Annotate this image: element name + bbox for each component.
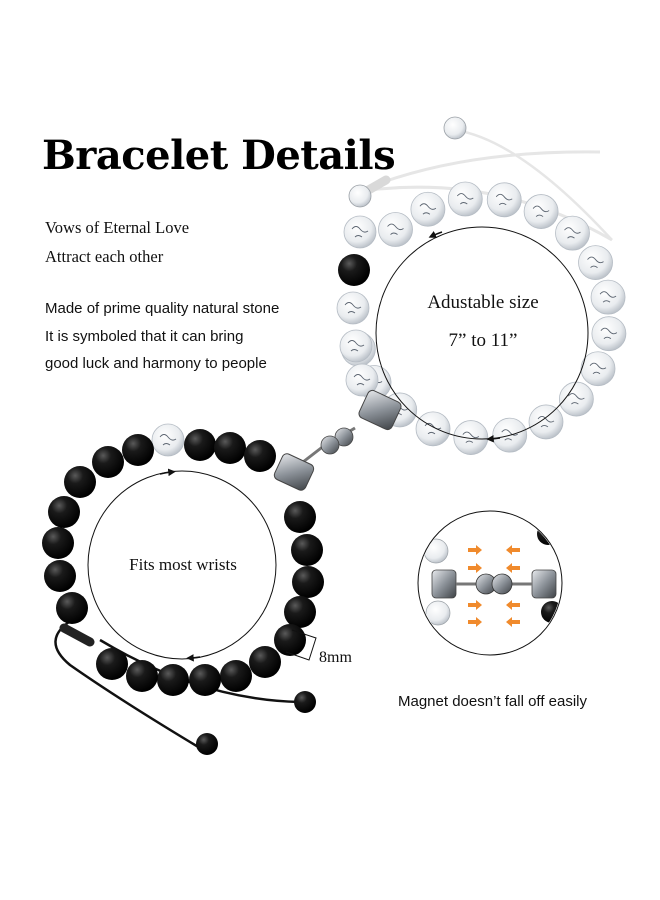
stone-vein [589,362,607,375]
white-bracelet-size-range: 7” to 11” [448,330,518,351]
page-title: Bracelet Details [42,132,396,179]
black-stone-bead [284,596,316,628]
white-stone-bead [486,182,522,218]
white-cord-end-bead [443,116,467,140]
stone-vein [564,227,581,239]
stone-vein [495,193,513,206]
white-stone-bead [555,215,590,251]
stone-vein [501,429,518,441]
white-stone-bead [151,423,185,457]
black-stone-bead [292,566,324,598]
black-stone-bead [92,446,124,478]
white-stone-bead [453,420,489,455]
stone-vein [600,327,618,340]
stone-vein [568,393,585,405]
stone-vein [599,291,617,303]
black-stone-bead [48,496,80,528]
black-stone-bead [291,534,323,566]
white-stone-bead [378,212,413,247]
black-stone-bead [249,646,281,678]
black-cord-end-bead [294,691,316,713]
black-stone-bead [126,660,158,692]
stone-vein [462,431,480,443]
stone-vein [353,374,371,386]
black-stone-bead [64,466,96,498]
black-bracelet-beads [42,423,324,696]
white-stone-bead [580,351,616,387]
magnet-caption: Magnet doesn’t fall off easily [398,693,588,710]
black-stone-bead [189,664,221,696]
black-stone-bead [122,434,154,466]
intro-line-1: Vows of Eternal Love [45,218,190,237]
white-stone-bead [523,194,559,229]
white-stone-bead [415,411,451,447]
white-stone-bead [336,291,370,325]
black-stone-bead [96,648,128,680]
black-stone-bead [274,624,306,656]
black-stone-bead [56,592,88,624]
stone-vein [537,415,555,428]
white-stone-bead [590,279,626,315]
black-cord-end-bead [196,733,218,755]
white-bracelet-size-label: Adustable size [427,292,539,313]
size-arrow-icon [159,468,176,477]
black-stone-bead [42,527,74,559]
white-stone-bead [345,363,379,397]
white-stone-bead [410,191,446,227]
stone-vein [419,203,437,215]
white-stone-bead [343,215,377,249]
size-arrow-icon [428,231,443,238]
black-stone-bead [284,501,316,533]
attraction-arrow-icons [468,545,520,627]
stone-vein [159,434,177,446]
stone-vein [587,256,604,268]
material-line-1: Made of prime quality natural stone [45,300,280,317]
black-stone-bead [244,440,276,472]
black-stone-bead [157,664,189,696]
black-stone-bead [44,560,76,592]
stone-vein [344,302,362,314]
bead-size-bracket [285,629,317,661]
black-bracelet-fit-label: Fits most wrists [129,555,237,574]
black-stone-bead [214,432,246,464]
material-line-3: good luck and harmony to people [45,355,267,372]
size-arrow-icon [486,435,501,443]
white-cord-end-bead [348,184,372,208]
stone-vein [347,340,365,352]
stone-vein [387,223,404,235]
intro-line-2: Attract each other [45,247,164,266]
white-size-ring [375,226,589,440]
bead-size-label: 8mm [319,649,352,666]
black-stone-bead [338,254,370,286]
white-stone-bead [447,181,483,217]
magnet-detail-inset [417,510,563,656]
stone-vein [351,226,369,238]
white-stone-bead [578,245,613,280]
white-stone-bead [528,404,564,440]
stone-vein [532,205,550,217]
white-stone-bead [591,316,627,352]
size-arrow-icon [186,654,201,662]
black-stone-bead [184,429,216,461]
black-stone-bead [220,660,252,692]
white-stone-bead [339,329,373,363]
magnet-clasp [273,389,402,491]
stone-vein [456,193,474,205]
white-bracelet-beads [336,181,627,455]
black-size-ring [87,470,277,660]
material-line-2: It is symboled that it can bring [45,328,244,345]
